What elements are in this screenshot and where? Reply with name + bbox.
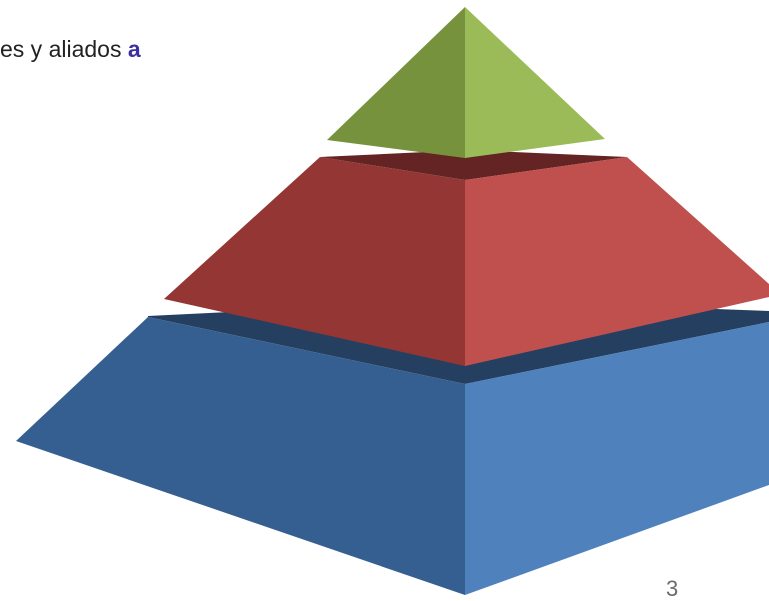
middle-top-shadow	[320, 150, 627, 180]
top-right-face	[465, 7, 605, 158]
pyramid-level-middle	[164, 150, 769, 366]
base-right-face	[465, 322, 769, 595]
caption-text: es y aliados a	[0, 38, 141, 61]
top-left-face	[327, 7, 465, 158]
base-left-face	[16, 317, 465, 595]
middle-right-face	[465, 157, 769, 366]
slide-number: 3	[666, 576, 679, 601]
middle-left-face	[164, 157, 465, 366]
pyramid-level-top	[327, 7, 605, 158]
caption-emphasis: a	[127, 36, 141, 62]
caption-main: es y aliados	[0, 36, 128, 62]
